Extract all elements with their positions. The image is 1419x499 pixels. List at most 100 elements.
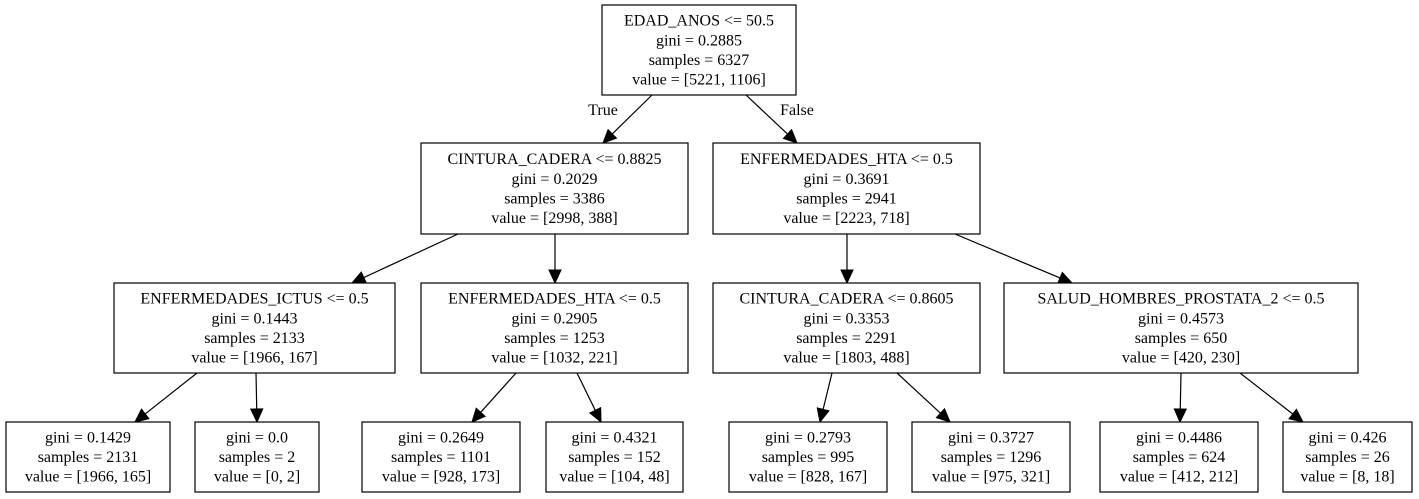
node-text-line: samples = 1296	[941, 449, 1042, 466]
node-text-line: samples = 2133	[204, 330, 305, 347]
node-box	[601, 4, 797, 96]
node-text-line: value = [828, 167]	[749, 469, 867, 486]
arrow-head	[588, 406, 602, 424]
node-text-line: value = [1803, 488]	[783, 349, 909, 366]
node-text-line: CINTURA_CADERA <= 0.8605	[739, 291, 953, 308]
node-text-line: ENFERMEDADES_HTA <= 0.5	[740, 151, 953, 168]
node-text-line: samples = 3386	[504, 190, 605, 207]
node-text-line: samples = 2131	[38, 449, 139, 466]
edge-n5-n12	[896, 372, 951, 423]
arrow-head	[840, 269, 854, 285]
node-text-line: value = [0, 2]	[214, 469, 300, 486]
edge-n2-n5	[840, 234, 854, 285]
node-text-line: gini = 0.3727	[948, 429, 1034, 446]
edge-n2-n6	[954, 233, 1074, 285]
node-text-line: value = [1966, 165]	[25, 469, 151, 486]
edge-line	[1239, 372, 1294, 415]
edge-n0-n1	[602, 94, 653, 144]
node-text-line: samples = 2291	[796, 330, 897, 347]
edge-n6-n13	[1173, 372, 1188, 424]
node-text-line: gini = 0.2905	[512, 310, 598, 327]
tree-node-n1: CINTURA_CADERA <= 0.8825 gini = 0.2029 sam…	[420, 142, 689, 235]
tree-node-n6: SALUD_HOMBRES_PROSTATA_2 <= 0.5 gini = 0.…	[1003, 282, 1359, 374]
tree-node-n4: ENFERMEDADES_HTA <= 0.5 gini = 0.2905 samp…	[420, 282, 689, 374]
node-box	[728, 421, 888, 493]
node-text-line: SALUD_HOMBRES_PROSTATA_2 <= 0.5	[1037, 291, 1324, 308]
node-box	[113, 282, 396, 374]
edge-n1-n4	[548, 234, 562, 285]
edge-line	[363, 233, 459, 279]
edge-n4-n9	[471, 372, 517, 423]
node-box	[194, 421, 320, 493]
node-text-line: samples = 26	[1305, 449, 1390, 466]
node-text-line: gini = 0.426	[1309, 429, 1387, 446]
tree-node-n9: gini = 0.2649 samples = 1101 value = [928,…	[361, 421, 521, 493]
arrow-head	[134, 408, 150, 423]
node-text-line: value = [975, 321]	[932, 469, 1050, 486]
node-text-line: gini = 0.2029	[512, 171, 598, 188]
node-text-line: gini = 0.0	[226, 429, 288, 446]
arrow-head	[1173, 408, 1188, 424]
edge-n4-n10	[576, 372, 602, 424]
node-box	[361, 421, 521, 493]
node-text-line: gini = 0.4321	[572, 429, 658, 446]
arrow-head	[1056, 271, 1074, 285]
node-box	[1282, 421, 1413, 493]
node-text-line: value = [420, 230]	[1122, 349, 1240, 366]
node-box	[1099, 421, 1259, 493]
node-box	[420, 142, 689, 235]
node-text-line: value = [8, 18]	[1300, 469, 1394, 486]
tree-node-n12: gini = 0.3727 samples = 1296 value = [975,…	[911, 421, 1071, 493]
node-box	[420, 282, 689, 374]
node-text-line: ENFERMEDADES_ICTUS <= 0.5	[140, 291, 368, 308]
edge-label-false: False	[780, 102, 814, 119]
node-text-line: gini = 0.4573	[1138, 310, 1224, 327]
tree-edges	[134, 94, 1304, 424]
edge-n3-n7	[134, 372, 198, 423]
node-text-line: value = [2223, 718]	[783, 210, 909, 227]
node-text-line: samples = 2941	[796, 190, 897, 207]
edge-n5-n11	[816, 372, 833, 424]
arrow-head	[1288, 408, 1304, 423]
node-text-line: gini = 0.4486	[1136, 429, 1222, 446]
tree-node-n14: gini = 0.426 samples = 26 value = [8, 18]	[1282, 421, 1413, 493]
node-text-line: samples = 1101	[391, 449, 491, 466]
node-text-line: value = [104, 48]	[559, 469, 669, 486]
node-text-line: samples = 6327	[649, 52, 750, 69]
node-text-line: EDAD_ANOS <= 50.5	[624, 13, 774, 30]
edge-line	[822, 372, 833, 410]
node-text-line: gini = 0.2885	[656, 32, 742, 49]
node-text-line: gini = 0.2649	[398, 429, 484, 446]
edge-n6-n14	[1239, 372, 1304, 423]
arrow-head	[350, 271, 368, 284]
node-text-line: value = [1966, 167]	[191, 349, 317, 366]
node-text-line: value = [928, 173]	[382, 469, 500, 486]
arrow-head	[782, 128, 798, 144]
node-text-line: value = [412, 212]	[1120, 469, 1238, 486]
arrow-head	[602, 128, 618, 144]
edge-line	[954, 233, 1061, 279]
node-box	[712, 142, 981, 235]
tree-nodes: EDAD_ANOS <= 50.5 gini = 0.2885 samples = …	[5, 4, 1413, 493]
arrow-head	[471, 407, 487, 423]
node-text-line: gini = 0.1429	[45, 429, 131, 446]
tree-node-n7: gini = 0.1429 samples = 2131 value = [1966…	[5, 421, 171, 493]
node-text-line: samples = 1253	[504, 330, 605, 347]
edge-line	[896, 372, 941, 414]
edge-line	[1179, 372, 1182, 410]
arrow-head	[548, 269, 562, 285]
edge-line	[480, 372, 517, 413]
edge-line	[611, 94, 653, 135]
node-text-line: ENFERMEDADES_HTA <= 0.5	[448, 291, 661, 308]
node-box	[712, 282, 981, 374]
node-text-line: CINTURA_CADERA <= 0.8825	[447, 151, 661, 168]
node-text-line: gini = 0.3353	[804, 310, 890, 327]
node-text-line: value = [2998, 388]	[491, 210, 617, 227]
edge-line	[745, 94, 788, 135]
